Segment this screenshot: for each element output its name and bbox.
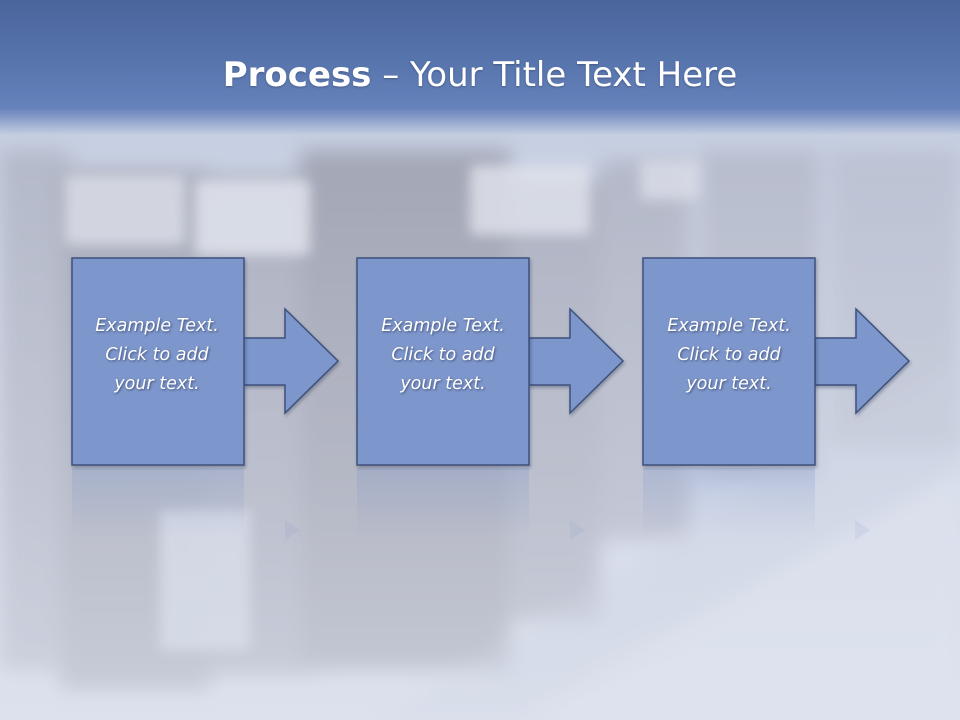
step-1-text[interactable]: Example Text. Click to add your text. [72,312,242,399]
title-bold-part: Process [222,55,372,95]
arrow-group [243,307,911,415]
step-3-line-3: your text. [686,374,772,394]
title-band [0,0,960,135]
step-3-line-1: Example Text. [667,316,791,336]
step-2-line-2: Click to add [391,345,495,365]
arrow-3-shape [814,307,911,415]
title-rest-part: – Your Title Text Here [371,55,738,95]
process-box-2 [356,257,530,466]
process-box-3 [642,257,816,466]
box-group [71,257,816,466]
reflection-group [72,468,870,540]
step-2-line-1: Example Text. [381,316,505,336]
step-3-text[interactable]: Example Text. Click to add your text. [644,312,814,399]
process-box-1 [71,257,245,466]
step-2-text[interactable]: Example Text. Click to add your text. [358,312,528,399]
arrow-2-shape [528,307,625,415]
slide-title[interactable]: Process – Your Title Text Here [0,52,960,98]
arrow-1-shape [243,307,340,415]
step-1-line-3: your text. [114,374,200,394]
step-2-line-3: your text. [400,374,486,394]
step-1-line-2: Click to add [105,345,209,365]
step-1-line-1: Example Text. [95,316,219,336]
step-3-line-2: Click to add [677,345,781,365]
